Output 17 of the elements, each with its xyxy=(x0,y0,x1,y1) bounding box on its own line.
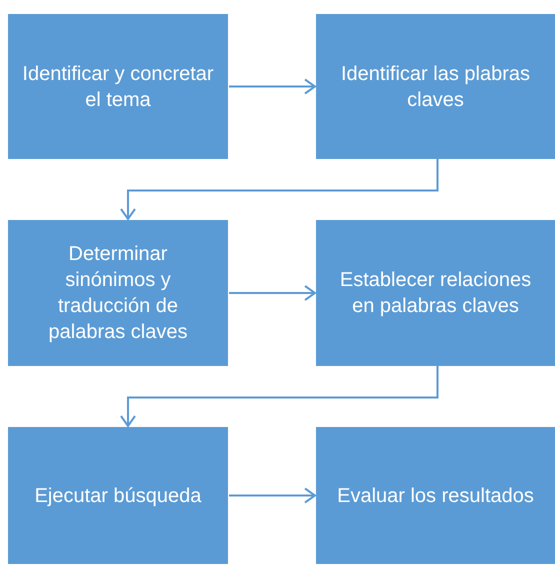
step-text: Ejecutar búsqueda xyxy=(34,484,202,508)
step-text: Identificar las plabras claves xyxy=(340,62,531,112)
arrow xyxy=(229,78,316,94)
process-box xyxy=(316,427,555,564)
arrow xyxy=(120,159,438,220)
process-box xyxy=(8,14,228,159)
process-box xyxy=(8,220,228,366)
arrow xyxy=(229,488,316,504)
step-text: Identificar y concretar el tema xyxy=(22,62,214,112)
arrow xyxy=(229,285,316,301)
step-text: Determinar sinónimos y traducción de palabras claves xyxy=(48,242,188,345)
process-box xyxy=(8,427,228,564)
step-text: Establecer relaciones en palabras claves xyxy=(338,268,532,319)
arrow xyxy=(120,366,438,427)
process-box xyxy=(316,220,555,366)
step-text: Evaluar los resultados xyxy=(337,484,534,508)
process-box xyxy=(316,14,555,159)
